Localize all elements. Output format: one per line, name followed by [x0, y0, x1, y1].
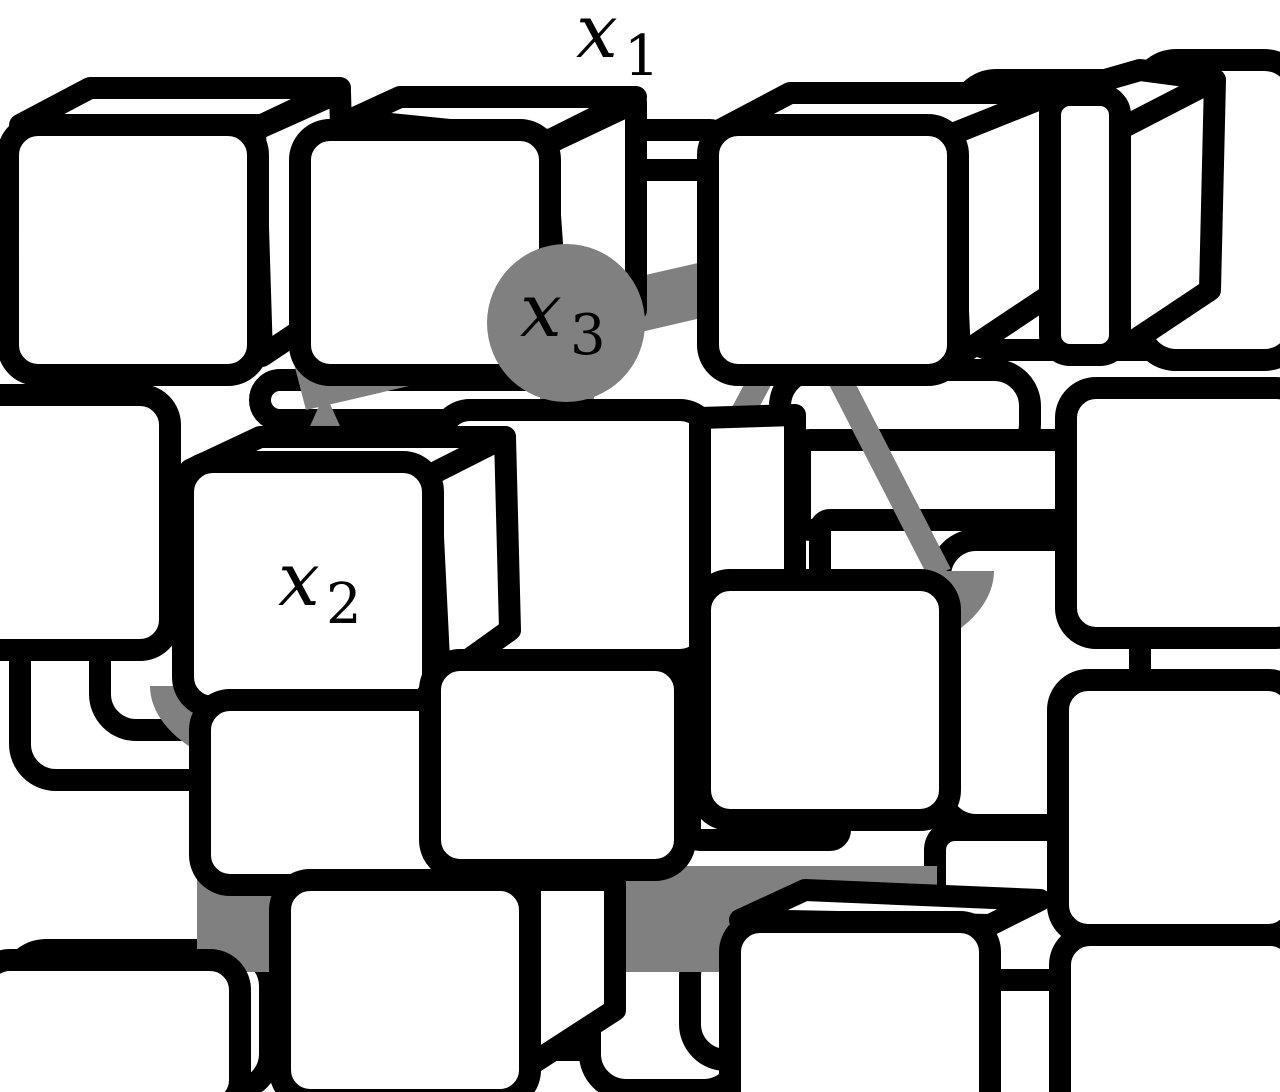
label-x3-base: x — [520, 268, 562, 354]
label-x1-sub: 1 — [624, 24, 660, 89]
cube-right-far-side-face — [1107, 69, 1226, 361]
cube-right-far — [1039, 59, 1226, 366]
box-left-mid — [0, 384, 181, 661]
box-mid-lower-left — [189, 689, 461, 896]
box-mid-lower-right — [689, 569, 961, 831]
box-bottom-left — [0, 949, 251, 1092]
label-x2-sub: 2 — [326, 572, 362, 637]
label-x1-base: x — [576, 0, 618, 75]
label-x1: x 1 — [576, 0, 660, 89]
box-bottom-center — [269, 869, 541, 1092]
cube-bottom — [719, 879, 1051, 1092]
cube-right-far-front — [1039, 84, 1131, 366]
box-right-upper — [1055, 377, 1280, 649]
cube-x2 — [172, 426, 521, 718]
cube-bottom-front — [719, 911, 1001, 1092]
label-x2-base: x — [278, 537, 320, 623]
label-x3-sub: 3 — [570, 303, 606, 368]
box-mid-lower-center — [419, 649, 696, 881]
x3-node-circle — [487, 244, 645, 402]
box-right-lower — [1047, 669, 1280, 946]
box-right-bottom — [1049, 924, 1280, 1092]
label-x2: x 2 — [278, 537, 362, 637]
cube-top-left-front — [0, 114, 269, 386]
label-x3: x 3 — [520, 268, 606, 368]
cube-top-right-front — [697, 114, 969, 386]
cube-top-right — [697, 82, 1061, 386]
box-bottom-center-side-face — [519, 869, 626, 1076]
